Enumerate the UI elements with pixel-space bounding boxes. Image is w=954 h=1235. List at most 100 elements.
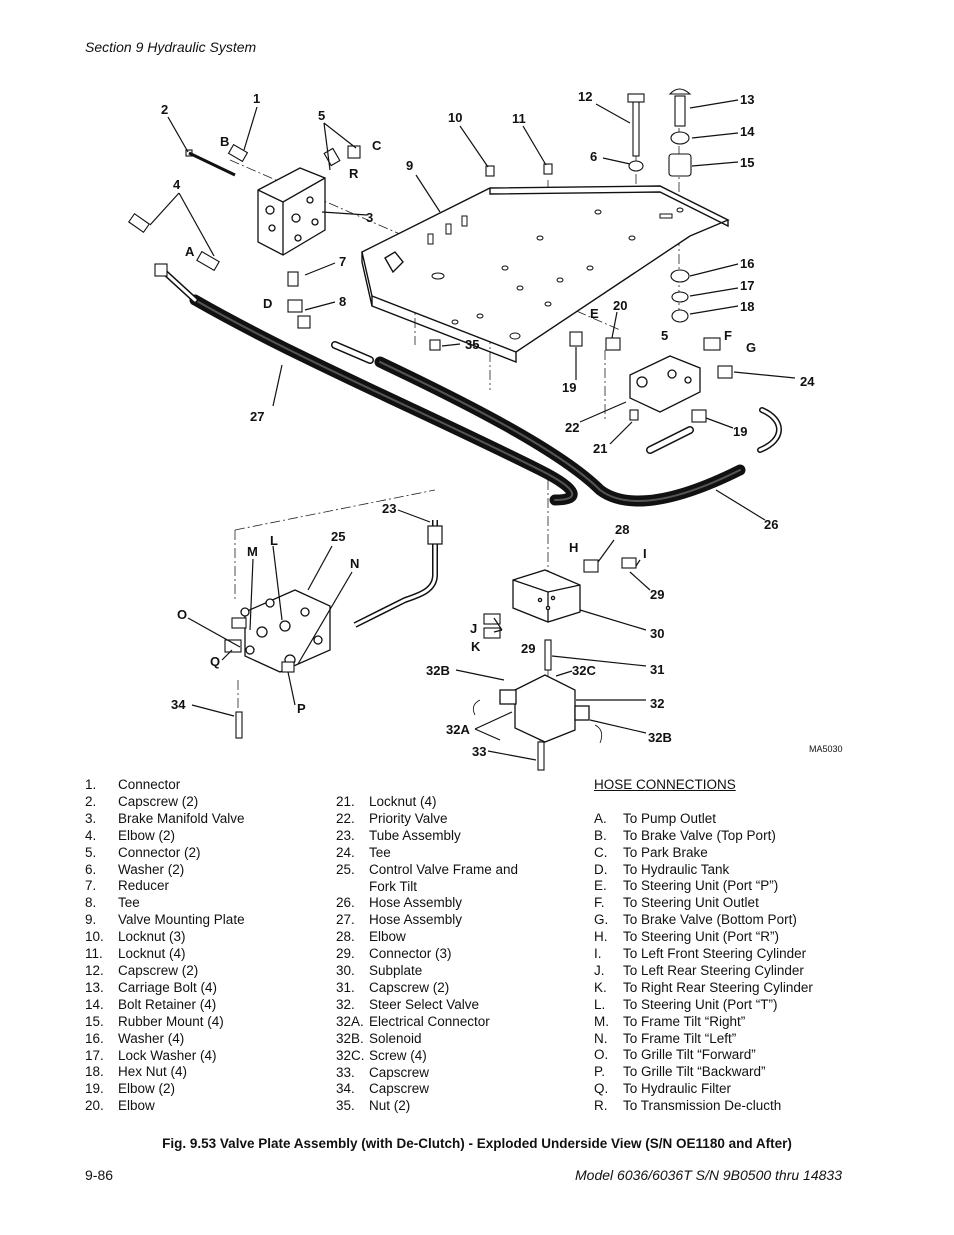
part-item: 14.Bolt Retainer (4)	[85, 997, 245, 1014]
part-item-text: Capscrew	[369, 1081, 430, 1097]
hose-connection-item-text: To Steering Unit (Port “P”)	[623, 878, 779, 894]
part-item-number	[336, 879, 369, 896]
part-item: 24.Tee	[336, 845, 518, 862]
part-item: 20. Elbow	[85, 1098, 245, 1115]
part-item-number: 1.	[85, 777, 97, 792]
hose-connection-item-number: G.	[594, 912, 609, 928]
callout-3: 3	[366, 210, 373, 225]
part-item-number: 15.	[85, 1013, 104, 1029]
part-item: 10.Locknut (3)	[85, 929, 245, 946]
callout-33: 33	[472, 744, 486, 759]
hose-connection-item: H.To Steering Unit (Port “R”)	[594, 929, 813, 946]
hose-connection-item: K.To Right Rear Steering Cylinder	[594, 980, 813, 997]
part-item: 35.Nut (2)	[336, 1098, 518, 1115]
part-item-number: 2.	[85, 793, 97, 809]
part-item-number: 32C.	[336, 1047, 365, 1063]
part-item-text: Washer (2)	[118, 861, 185, 877]
part-item-text: Priority Valve	[369, 810, 448, 826]
callout-32C: 32C	[572, 663, 596, 678]
part-item-number: 19.	[85, 1081, 104, 1097]
part-item-text: Locknut (3)	[118, 929, 186, 945]
part-item: 29.Connector (3)	[336, 946, 518, 963]
hose-connection-item-number: J.	[594, 962, 605, 978]
part-item-number: 11.	[85, 946, 103, 962]
callout-K: K	[471, 639, 481, 654]
callout-E: E	[590, 306, 599, 321]
callout-P: P	[297, 701, 306, 716]
callout-35: 35	[465, 337, 479, 352]
hose-connection-item: M.To Frame Tilt “Right”	[594, 1014, 813, 1031]
hose-connection-item-text: To Frame Tilt “Right”	[623, 1013, 746, 1029]
hose-connection-item: B.To Brake Valve (Top Port)	[594, 828, 813, 845]
callout-D: D	[263, 296, 272, 311]
part-item-text: Capscrew (2)	[369, 979, 450, 995]
part-item-text: Connector (3)	[369, 946, 452, 962]
part-item-text: Electrical Connector	[369, 1013, 490, 1029]
part-item-number: 22.	[336, 810, 355, 826]
control-valve	[240, 589, 331, 673]
hose-connection-item: F.To Steering Unit Outlet	[594, 895, 813, 912]
part-item: 21. Locknut (4)	[336, 794, 518, 811]
callout-labels: 1 2 3 4 5 6 7 8 9 10 11 12 13 14 15 16 1…	[161, 89, 843, 759]
part-item-number: 5.	[85, 844, 97, 860]
part-item-number: 27.	[336, 912, 355, 928]
hose-connection-item: A.To Pump Outlet	[594, 811, 813, 828]
hose-connection-item: O.To Grille Tilt “Forward”	[594, 1047, 813, 1064]
callout-4: 4	[173, 177, 181, 192]
part-item: 6.Washer (2)	[85, 862, 245, 879]
hose-connection-item: R.To Transmission De-clucth	[594, 1098, 813, 1115]
hose-connection-item-text: To Left Rear Steering Cylinder	[623, 962, 804, 978]
part-item-number: 17.	[85, 1047, 104, 1063]
callout-J: J	[470, 621, 477, 636]
callout-23: 23	[382, 501, 396, 516]
part-item: 19.Elbow (2)	[85, 1081, 245, 1098]
part-item-text: Fork Tilt	[369, 878, 418, 894]
hose-connection-item-text: To Hydraulic Tank	[623, 861, 730, 877]
priority-valve	[629, 355, 701, 413]
hose-connection-item-number: O.	[594, 1047, 609, 1063]
callout-O: O	[177, 607, 187, 622]
hose-assemblies	[157, 265, 782, 507]
steer-select-valve	[472, 674, 603, 744]
hose-connection-item-text: To Hydraulic Filter	[623, 1081, 732, 1097]
part-item-text: Valve Mounting Plate	[118, 912, 245, 928]
part-item-text: Hose Assembly	[369, 895, 463, 911]
part-item-text: Elbow	[118, 1098, 155, 1114]
part-item-number: 21.	[336, 794, 355, 809]
callout-1: 1	[253, 91, 260, 106]
part-item: 32B.Solenoid	[336, 1031, 518, 1048]
part-item: 25.Control Valve Frame and	[336, 862, 518, 879]
hose-connection-item-text: To Pump Outlet	[623, 810, 717, 826]
callout-32A: 32A	[446, 722, 470, 737]
part-item-number: 20.	[85, 1098, 104, 1114]
hose-connection-item-number: L.	[594, 996, 606, 1012]
part-item-text: Capscrew (2)	[118, 962, 199, 978]
part-item: Fork Tilt	[336, 879, 518, 896]
hose-connection-item: E.To Steering Unit (Port “P”)	[594, 878, 813, 895]
hose-connection-item-text: To Grille Tilt “Backward”	[623, 1064, 766, 1080]
part-item: 13.Carriage Bolt (4)	[85, 980, 245, 997]
hose-connection-item-number: K.	[594, 979, 607, 995]
hose-connection-item-number: D.	[594, 861, 608, 877]
part-item: 22. Priority Valve	[336, 811, 518, 828]
part-item-number: 4.	[85, 827, 97, 843]
callout-11: 11	[512, 111, 526, 126]
callout-H: H	[569, 540, 578, 555]
part-item-number: 24.	[336, 844, 355, 860]
part-item-text: Locknut (4)	[118, 946, 186, 962]
part-item-text: Locknut (4)	[369, 794, 437, 809]
part-item-number: 7.	[85, 878, 97, 894]
hose-connection-item-number: I.	[594, 946, 602, 962]
part-item: 17.Lock Washer (4)	[85, 1048, 245, 1065]
part-item-text: Nut (2)	[369, 1098, 411, 1114]
part-item: 11. Locknut (4)	[85, 946, 245, 963]
hose-connection-item-text: To Brake Valve (Top Port)	[623, 827, 776, 843]
part-item-number: 18.	[85, 1064, 104, 1080]
brake-manifold-valve	[257, 167, 326, 256]
callout-I: I	[643, 546, 647, 561]
callout-C: C	[372, 138, 382, 153]
callout-G: G	[746, 340, 756, 355]
callout-22: 22	[565, 420, 579, 435]
part-item-text: Carriage Bolt (4)	[118, 979, 218, 995]
